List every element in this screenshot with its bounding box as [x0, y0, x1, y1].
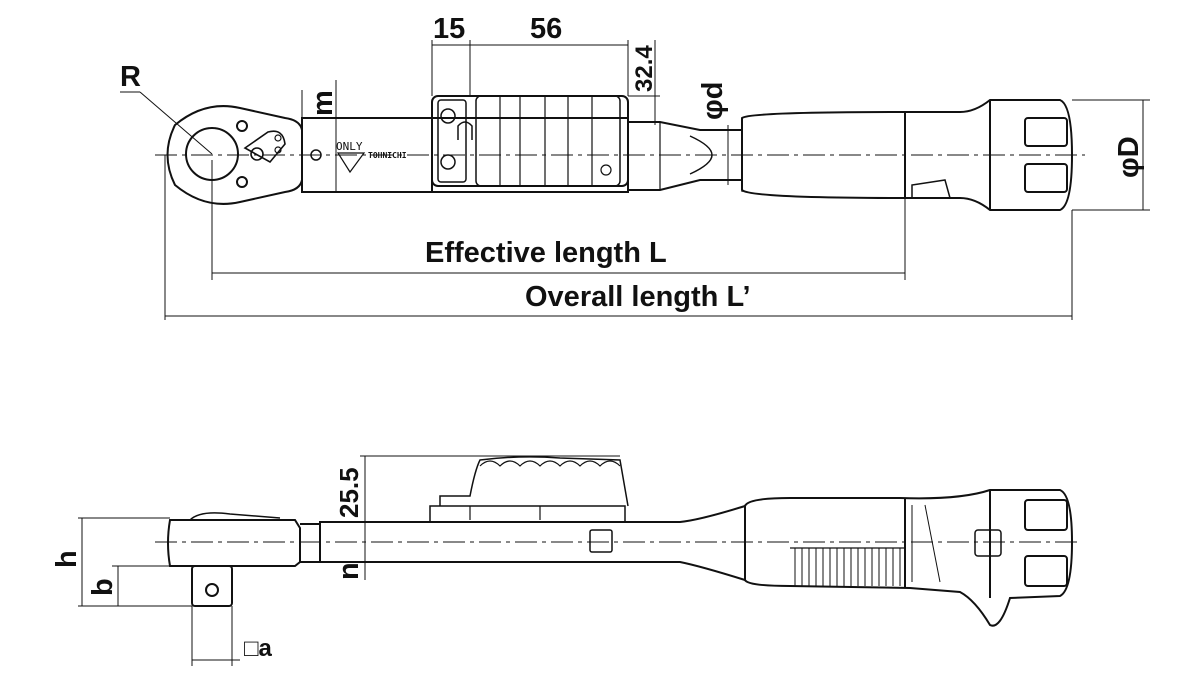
side-grip [744, 489, 1074, 627]
side-view: 25.5 h b n □a [51, 455, 1080, 666]
dim-n: n [333, 562, 365, 580]
side-shaft [319, 456, 746, 582]
dim-h: h [51, 550, 83, 568]
dim-square-a: □a [244, 635, 272, 662]
dim-phi-D: φD [1113, 136, 1145, 178]
top-dimension-lines [120, 40, 1150, 320]
effective-length-label: Effective length L [425, 237, 667, 269]
dim-phi-d: φd [697, 82, 729, 120]
ratchet-head [166, 105, 303, 205]
dim-m: m [307, 90, 339, 116]
dim-15: 15 [433, 13, 465, 45]
dim-25-5: 25.5 [334, 467, 364, 518]
arrow-icon [336, 152, 366, 174]
lock-clip [431, 95, 629, 187]
side-dimension-lines [78, 455, 620, 666]
dim-32-4: 32.4 [631, 45, 658, 92]
dim-b: b [87, 578, 119, 596]
dim-r: R [120, 61, 141, 93]
side-head [167, 512, 320, 607]
only-marking: ONLY [336, 140, 363, 153]
overall-length-label: Overall length L’ [525, 281, 751, 313]
dim-56: 56 [530, 13, 562, 45]
top-view: ONLY TOHNICHI [120, 13, 1150, 320]
brand-marking: TOHNICHI [368, 151, 407, 160]
grip-handle [741, 99, 1074, 211]
